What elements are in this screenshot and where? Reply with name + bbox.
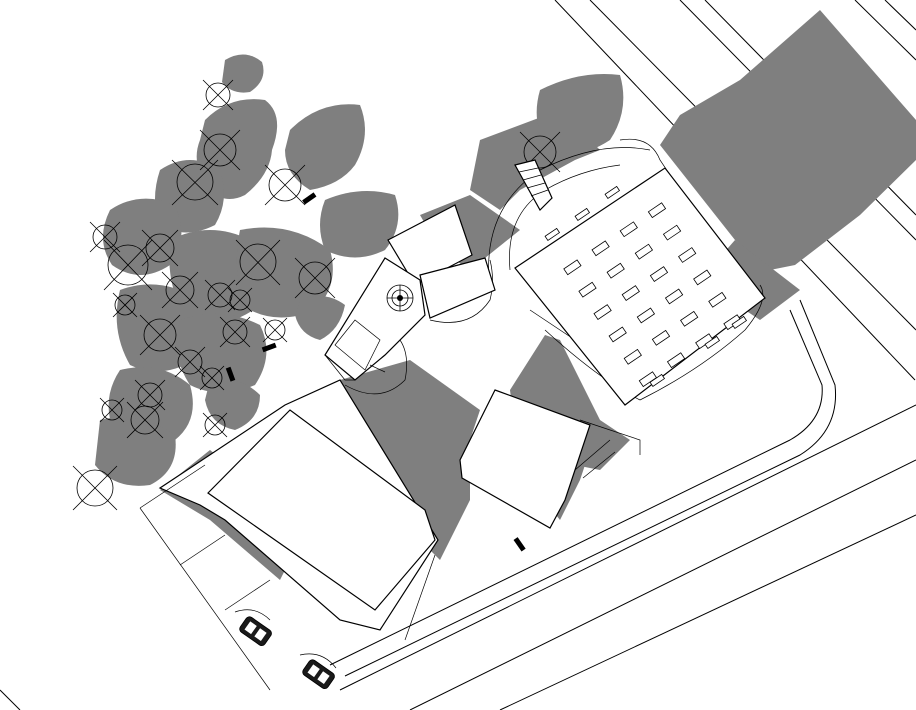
bench-icon xyxy=(513,537,526,552)
tree-symbol-icon xyxy=(72,465,118,511)
stair-ramp xyxy=(514,159,553,211)
tree-symbol-icon xyxy=(262,317,288,343)
tree-symbol-icon xyxy=(141,229,179,267)
car-icon xyxy=(302,659,335,689)
side-desks xyxy=(544,185,748,387)
car-icon xyxy=(239,616,272,646)
hex-building xyxy=(459,389,616,529)
tree-symbol-icon xyxy=(204,279,236,311)
tree-symbol-icon xyxy=(219,316,251,348)
parked-cars xyxy=(234,609,337,689)
benches xyxy=(225,192,526,552)
tree-symbol-icon xyxy=(174,346,206,378)
tree-symbol-icon xyxy=(89,221,121,253)
tree-symbols xyxy=(72,79,561,511)
bench-icon xyxy=(302,192,317,205)
spiral-stair-icon xyxy=(386,284,414,312)
tree-symbol-icon xyxy=(171,159,219,206)
tree-symbol-icon xyxy=(235,239,281,286)
tree-symbol-icon xyxy=(202,412,228,438)
tree-symbol-icon xyxy=(264,164,306,206)
bench-icon xyxy=(261,342,277,353)
classroom-building xyxy=(514,167,766,406)
main-building xyxy=(139,379,439,691)
tree-symbol-icon xyxy=(227,287,253,313)
tree-symbol-icon xyxy=(202,79,234,111)
tree-symbol-icon xyxy=(99,397,125,423)
tree-symbol-icon xyxy=(126,401,164,439)
desk-grid xyxy=(563,202,742,388)
tree-symbol-icon xyxy=(199,129,241,171)
tree-symbol-icon xyxy=(112,292,138,318)
bench-icon xyxy=(225,366,236,382)
entrance-pavilion xyxy=(324,204,496,381)
lower-boundary-lines xyxy=(0,299,916,710)
tree-symbol-icon xyxy=(139,314,181,356)
tree-symbol-icon xyxy=(199,365,225,391)
tree-symbol-icon xyxy=(294,257,336,299)
tree-symbol-icon xyxy=(103,239,153,291)
tree-symbol-icon xyxy=(161,271,199,309)
